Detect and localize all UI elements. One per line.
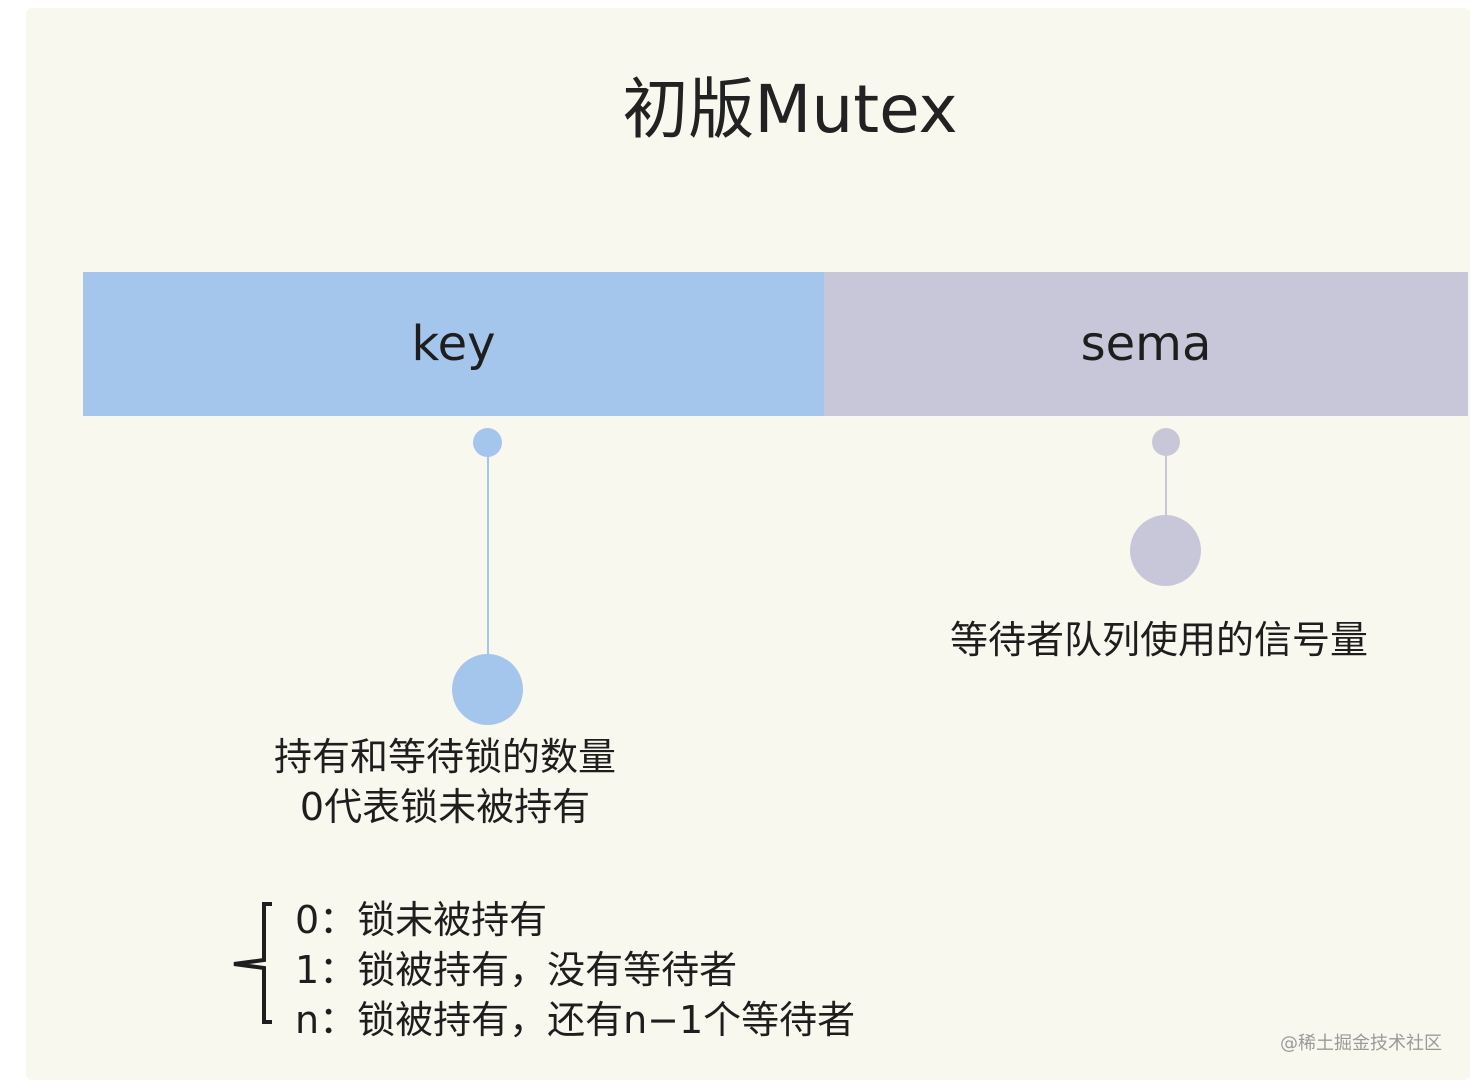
key-field-label: key <box>411 316 496 372</box>
key-field-block: key <box>83 272 824 416</box>
key-description-line2: 0代表锁未被持有 <box>299 785 591 829</box>
key-description: 持有和等待锁的数量 0代表锁未被持有 <box>240 732 650 832</box>
sema-field-label: sema <box>1080 316 1212 372</box>
key-value-1: 1：锁被持有，没有等待者 <box>295 948 738 992</box>
key-anchor-dot <box>473 428 502 457</box>
brace-icon <box>233 902 272 1024</box>
sema-description: 等待者队列使用的信号量 <box>950 618 1369 662</box>
sema-anchor-dot <box>1152 428 1180 456</box>
sema-field-block: sema <box>824 272 1468 416</box>
key-connector-line <box>487 456 489 656</box>
diagram-title: 初版Mutex <box>622 71 958 148</box>
key-end-dot <box>452 654 523 725</box>
watermark-text: @稀土掘金技术社区 <box>1280 1033 1442 1054</box>
key-value-n: n：锁被持有，还有n−1个等待者 <box>295 998 856 1042</box>
key-value-0: 0：锁未被持有 <box>295 898 548 942</box>
sema-connector-line <box>1165 455 1167 517</box>
key-description-line1: 持有和等待锁的数量 <box>273 735 616 779</box>
diagram-canvas <box>26 8 1470 1080</box>
sema-end-dot <box>1130 515 1201 586</box>
